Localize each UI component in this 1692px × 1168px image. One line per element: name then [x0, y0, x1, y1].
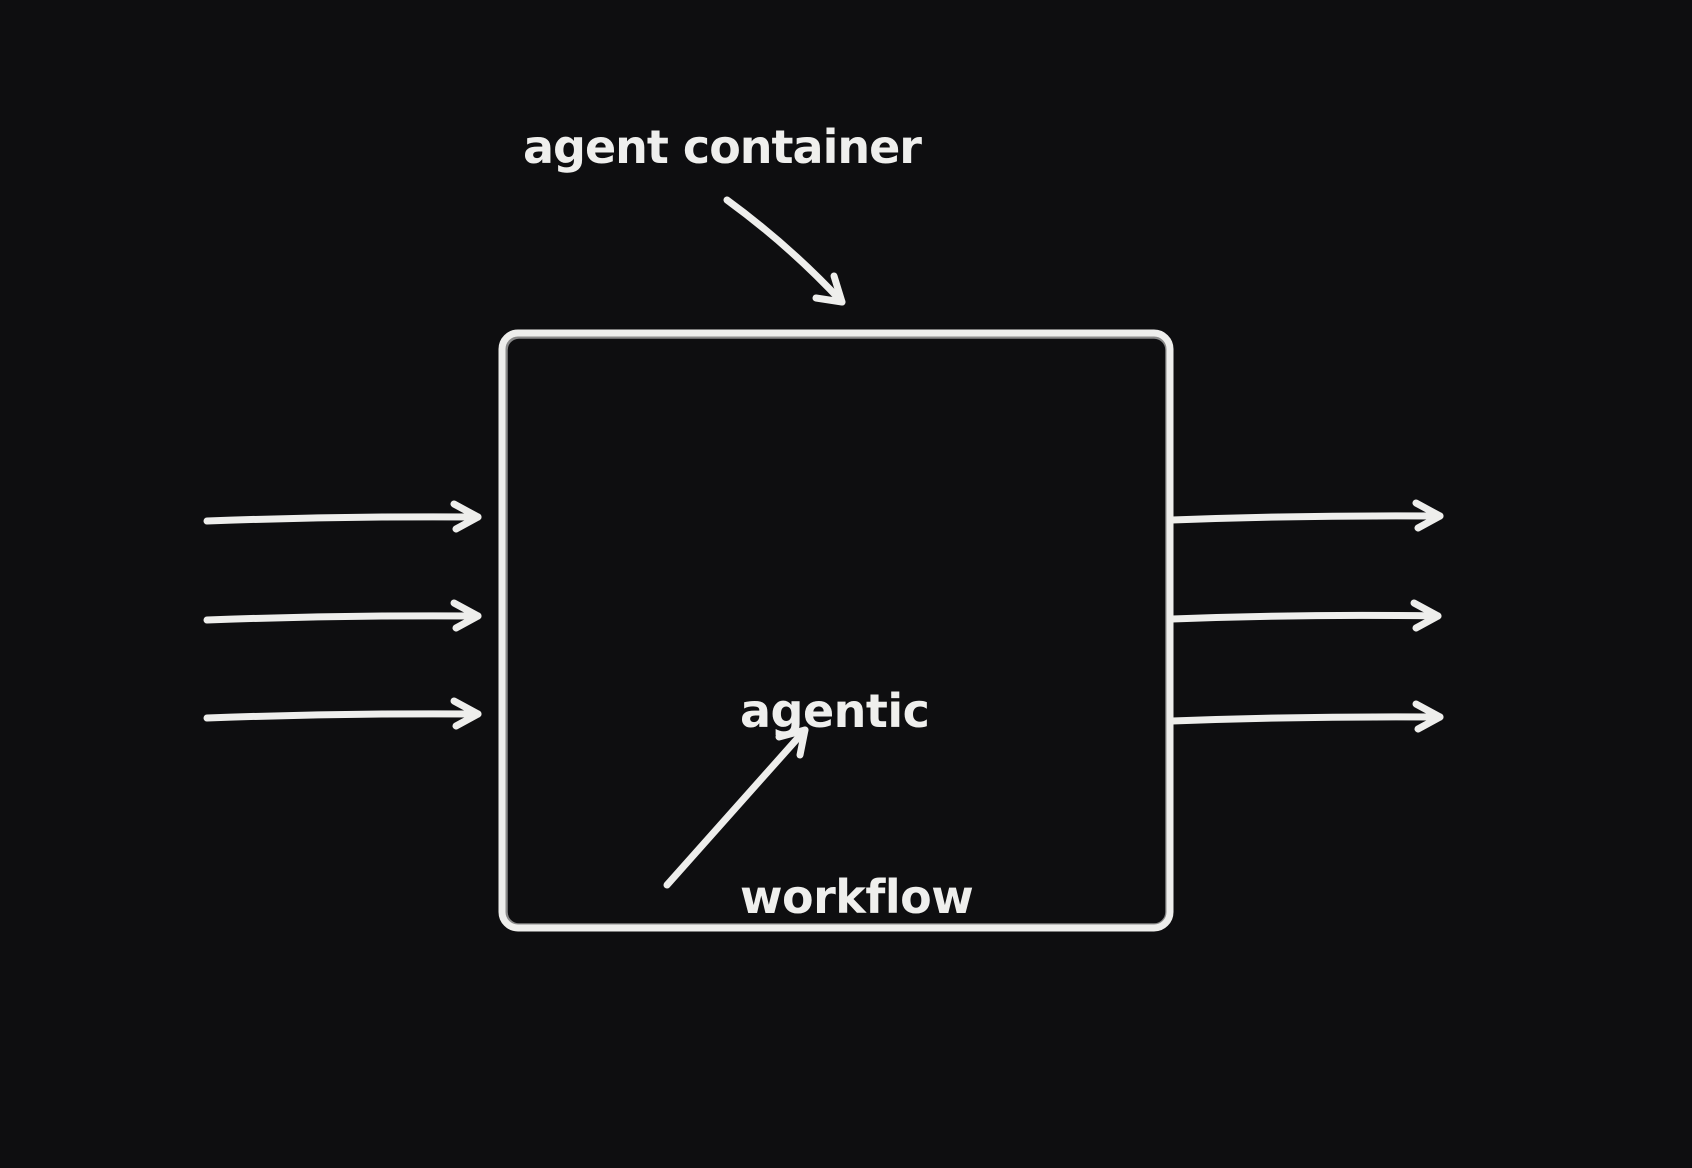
input-arrow-2-head	[450, 599, 482, 632]
input-arrow-3-head	[450, 697, 482, 730]
agent-container-box	[498, 329, 1174, 932]
output-arrow-1	[1168, 499, 1444, 532]
agent-container-box-outline-second-pass	[504, 335, 1169, 927]
stroke-group	[203, 196, 1444, 932]
workflow-label-pointer-arrow	[663, 726, 809, 889]
input-arrow-1	[203, 500, 482, 533]
container-label-pointer-line	[723, 196, 846, 306]
output-arrow-2-head	[1410, 599, 1442, 632]
agentic-workflow-label-line1: agentic	[740, 684, 930, 738]
input-arrow-3	[203, 697, 482, 730]
workflow-label-pointer-line	[663, 726, 809, 889]
agent-container-box-outline	[498, 329, 1174, 932]
output-arrow-2-line	[1168, 611, 1442, 623]
output-arrow-1-line	[1168, 512, 1444, 524]
input-arrow-2	[203, 599, 482, 632]
workflow-label-pointer-head	[775, 726, 809, 759]
output-arrow-3	[1168, 700, 1444, 733]
container-label-pointer-head	[812, 272, 846, 306]
output-arrow-1-head	[1412, 499, 1444, 532]
container-label-pointer-arrow	[723, 196, 846, 306]
input-arrow-1-head	[450, 500, 482, 533]
input-arrow-1-line	[203, 513, 482, 525]
input-arrow-3-line	[203, 710, 482, 722]
output-arrow-3-line	[1168, 713, 1444, 725]
input-arrow-2-line	[203, 612, 482, 624]
agentic-workflow-label: agentic workflow	[740, 556, 974, 1052]
output-arrow-3-head	[1412, 700, 1444, 733]
output-arrow-2	[1168, 599, 1442, 632]
agentic-workflow-label-line2: workflow	[740, 870, 974, 924]
agent-container-label: agent container	[523, 120, 922, 174]
